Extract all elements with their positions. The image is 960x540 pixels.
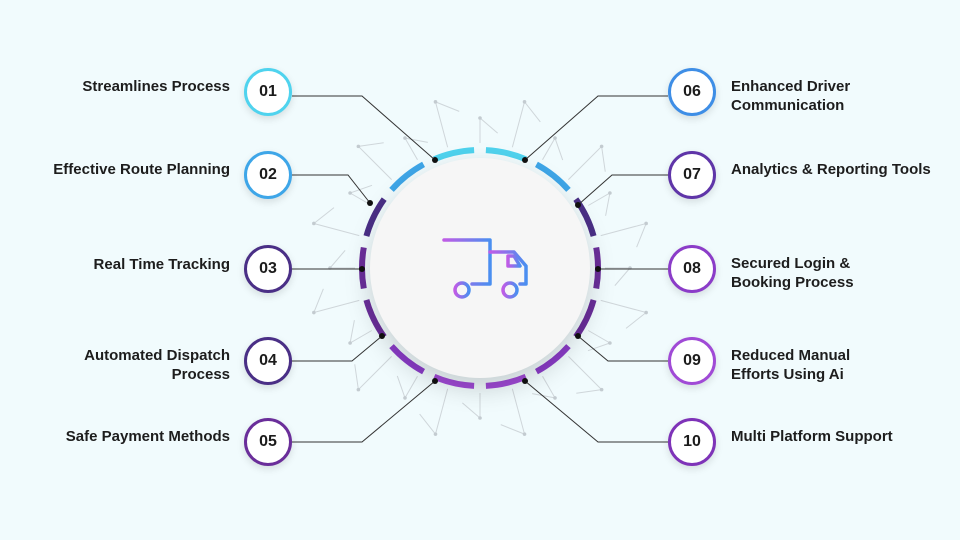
connector-dot-07 xyxy=(575,202,581,208)
connector-05 xyxy=(292,380,436,443)
web-node xyxy=(608,341,612,345)
connector-10 xyxy=(524,380,668,443)
web-line xyxy=(312,207,360,237)
web-node xyxy=(644,221,648,226)
step-label-10: Multi Platform Support xyxy=(731,428,893,445)
ring-segment xyxy=(363,197,387,237)
step-label-06: Enhanced Driver Communication xyxy=(731,78,851,114)
ring-segment xyxy=(485,373,527,389)
step-label-02: Effective Route Planning xyxy=(53,161,230,178)
connector-dot-09 xyxy=(575,333,581,339)
connector-07 xyxy=(577,174,668,206)
ring-segment xyxy=(433,373,475,389)
web-node xyxy=(348,191,352,195)
web-node xyxy=(356,144,361,149)
connector-09 xyxy=(577,335,668,362)
step-label-03: Real Time Tracking xyxy=(93,256,230,273)
step-badge-05: 05 xyxy=(244,418,292,466)
connector-dot-10 xyxy=(522,378,528,384)
connector-02 xyxy=(292,174,371,204)
web-node xyxy=(644,310,648,315)
web-line xyxy=(500,388,526,435)
step-badge-02: 02 xyxy=(244,151,292,199)
web-line xyxy=(568,356,603,394)
connector-dot-03 xyxy=(359,266,365,272)
connector-06 xyxy=(524,95,668,161)
web-node xyxy=(403,396,407,400)
web-line xyxy=(396,375,418,400)
step-label-05: Safe Payment Methods xyxy=(65,428,230,445)
delivery-truck-icon xyxy=(430,238,528,299)
step-label-08: Secured Login & Booking Process xyxy=(731,255,854,291)
web-node xyxy=(522,432,527,436)
ring-segment xyxy=(534,161,571,192)
step-badge-06: 06 xyxy=(668,68,716,116)
web-node xyxy=(599,144,604,149)
web-node xyxy=(403,136,407,140)
ring-segment xyxy=(573,197,597,237)
web-line xyxy=(568,145,606,180)
step-badge-09: 09 xyxy=(668,337,716,385)
web-node xyxy=(553,396,557,400)
web-line xyxy=(511,100,541,148)
step-badge-04: 04 xyxy=(244,337,292,385)
web-line xyxy=(479,116,498,143)
connector-dot-08 xyxy=(595,266,601,272)
ring-segment xyxy=(389,344,426,375)
web-node xyxy=(433,432,438,436)
web-line xyxy=(532,376,556,399)
web-line xyxy=(313,288,360,314)
web-line xyxy=(605,267,632,286)
web-node xyxy=(312,310,316,315)
connector-dot-01 xyxy=(432,157,438,163)
ring-segment xyxy=(389,161,426,192)
web-line xyxy=(404,137,428,160)
web-node xyxy=(433,100,438,104)
connector-01 xyxy=(292,95,436,161)
step-label-09: Reduced Manual Efforts Using Ai xyxy=(731,347,851,383)
web-node xyxy=(599,387,604,392)
step-badge-03: 03 xyxy=(244,245,292,293)
web-node xyxy=(478,116,482,120)
center-hub xyxy=(370,158,590,378)
step-badge-07: 07 xyxy=(668,151,716,199)
web-node xyxy=(312,221,316,226)
web-node xyxy=(356,387,361,392)
web-line xyxy=(349,320,372,344)
step-label-07: Analytics & Reporting Tools xyxy=(731,161,931,178)
web-node xyxy=(608,191,612,195)
step-label-01: Streamlines Process xyxy=(82,78,230,95)
connector-dot-06 xyxy=(522,157,528,163)
step-badge-01: 01 xyxy=(244,68,292,116)
web-line xyxy=(354,356,392,391)
web-line xyxy=(462,393,481,420)
connector-dot-05 xyxy=(432,378,438,384)
connector-dot-02 xyxy=(367,200,373,206)
connector-04 xyxy=(292,335,383,362)
step-badge-08: 08 xyxy=(668,245,716,293)
web-line xyxy=(419,388,449,436)
web-line xyxy=(328,250,355,269)
web-line xyxy=(600,299,648,329)
web-node xyxy=(348,341,352,345)
web-line xyxy=(434,101,460,148)
connector-dot-04 xyxy=(379,333,385,339)
web-node xyxy=(522,100,527,104)
ring-segment xyxy=(534,344,571,375)
web-line xyxy=(588,192,611,216)
step-label-04: Automated Dispatch Process xyxy=(84,347,230,383)
web-line xyxy=(600,222,647,248)
web-node xyxy=(478,416,482,420)
web-node xyxy=(553,136,557,140)
step-badge-10: 10 xyxy=(668,418,716,466)
web-line xyxy=(357,142,392,180)
